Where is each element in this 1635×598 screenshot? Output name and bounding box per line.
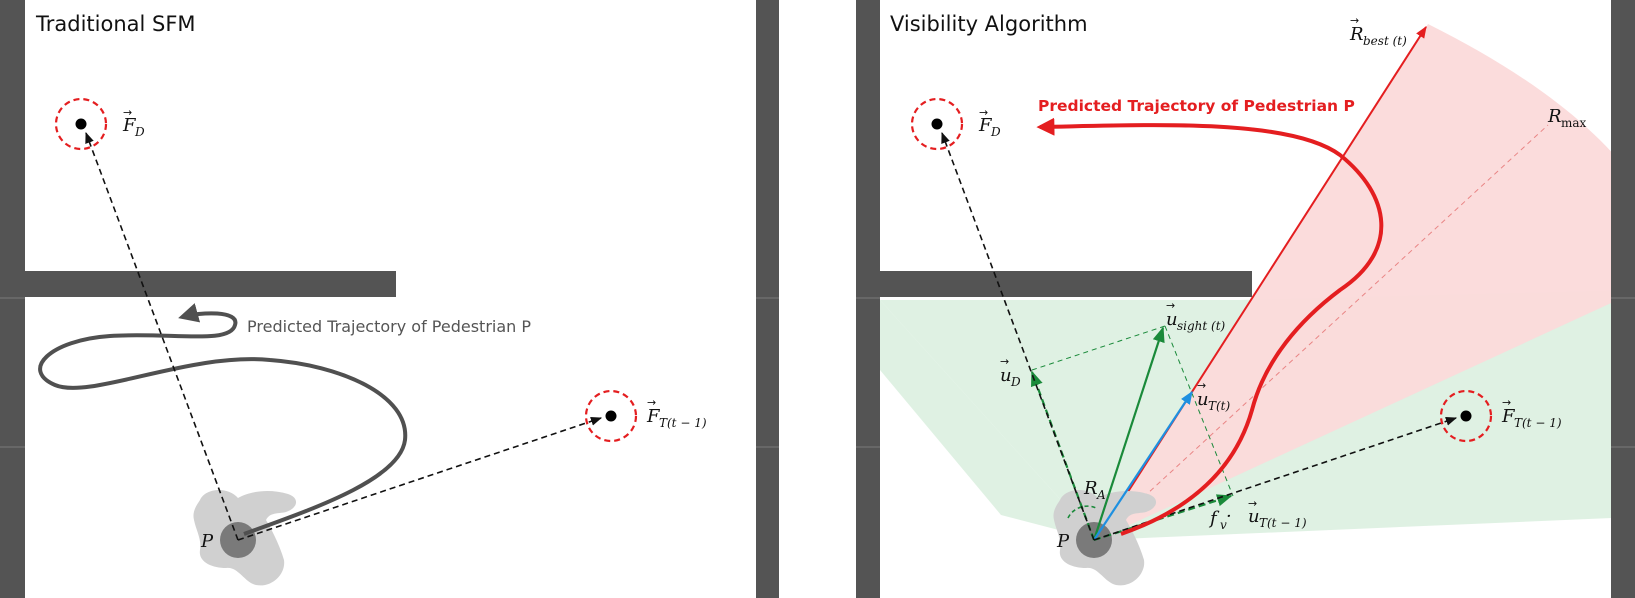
weighted-target-symbol: u: [1248, 506, 1260, 527]
svg-text:→: →: [1502, 396, 1511, 409]
right-trajectory-label: Predicted Trajectory of Pedestrian P: [1038, 97, 1355, 115]
parallelogram-guide: [1164, 325, 1234, 497]
svg-text:→: →: [647, 396, 656, 409]
target-force-symbol: F: [1501, 406, 1516, 427]
pink-field-of-view: [1097, 24, 1635, 540]
max-range-line: [1096, 124, 1549, 541]
destination-goal: [910, 97, 964, 151]
best-direction-label: → R best (t): [1349, 14, 1407, 48]
left-panel: Traditional SFM → F D → F T(t − 1) P: [0, 0, 779, 598]
destination-goal: [54, 97, 108, 151]
max-range-subscript: max: [1561, 116, 1587, 130]
target-unit-label: → u T(t): [1197, 379, 1231, 413]
svg-text:→: →: [1248, 497, 1257, 510]
right-panel-left-wall: [856, 0, 880, 598]
destination-unit-label: → u D: [1000, 355, 1021, 389]
target-force-subscript: T(t − 1): [1514, 416, 1562, 430]
target-force-arrow: [237, 416, 603, 541]
right-panel-right-wall: [1611, 0, 1635, 598]
destination-force-label: → F D: [978, 106, 1001, 139]
destination-unit-subscript: D: [1010, 375, 1021, 389]
target-force-label: → F T(t − 1): [646, 396, 707, 430]
svg-text:→: →: [1197, 379, 1206, 392]
svg-text:→: →: [1350, 14, 1359, 27]
destination-unit-symbol: u: [1000, 365, 1012, 386]
target-unit-symbol: u: [1197, 389, 1209, 410]
left-panel-title: Traditional SFM: [35, 12, 196, 36]
target-force-subscript: T(t − 1): [659, 416, 707, 430]
sight-unit-label: → u sight (t): [1166, 299, 1226, 333]
sight-unit-arrow: [1092, 326, 1165, 541]
max-range-symbol: R: [1547, 106, 1562, 127]
svg-text:→: →: [1000, 355, 1009, 368]
max-range-label: R max: [1547, 106, 1587, 130]
best-direction-symbol: R: [1349, 24, 1364, 45]
sfm-trajectory: [38, 303, 408, 536]
pedestrian-label: P: [200, 531, 214, 552]
destination-force-subscript: D: [990, 125, 1001, 139]
right-panel-title: Visibility Algorithm: [890, 12, 1088, 36]
svg-text:→: →: [1166, 299, 1175, 312]
visibility-trajectory: [1036, 117, 1384, 536]
destination-force-arrow: [85, 131, 239, 541]
sight-unit-subscript: sight (t): [1177, 319, 1226, 333]
svg-text:→: →: [979, 106, 988, 119]
destination-unit-arrow: [1030, 370, 1096, 541]
weighted-target-subscript: T(t − 1): [1259, 516, 1307, 530]
target-unit-subscript: T(t): [1208, 399, 1231, 413]
svg-text:→: →: [123, 106, 132, 119]
left-wall-horizontal: [25, 271, 396, 297]
destination-force-arrow: [941, 131, 1095, 541]
best-direction-subscript: best (t): [1363, 34, 1407, 48]
left-panel-right-wall: [756, 0, 779, 598]
left-trajectory-label: Predicted Trajectory of Pedestrian P: [247, 317, 531, 336]
attention-radius-symbol: R: [1083, 478, 1098, 499]
attention-radius-subscript: A: [1096, 488, 1106, 502]
target-force-symbol: F: [646, 406, 661, 427]
target-goal: [1439, 389, 1493, 443]
attention-radius-label: R A: [1083, 478, 1106, 502]
target-goal: [584, 389, 638, 443]
weighted-target-prefix-sub: v: [1220, 518, 1227, 532]
pedestrian-label: P: [1056, 531, 1070, 552]
destination-force-symbol: F: [122, 115, 137, 136]
weighted-target-dot: ·: [1226, 506, 1232, 527]
left-wall-vertical: [0, 0, 25, 598]
target-unit-arrow: [1093, 390, 1193, 541]
destination-force-label: → F D: [122, 106, 145, 139]
destination-force-symbol: F: [978, 115, 993, 136]
target-force-label: → F T(t − 1): [1501, 396, 1562, 430]
right-wall-horizontal: [880, 271, 1252, 297]
sight-unit-symbol: u: [1166, 309, 1178, 330]
right-panel: Visibility Algorithm R max → R best (t) …: [856, 0, 1635, 598]
destination-force-subscript: D: [134, 125, 145, 139]
